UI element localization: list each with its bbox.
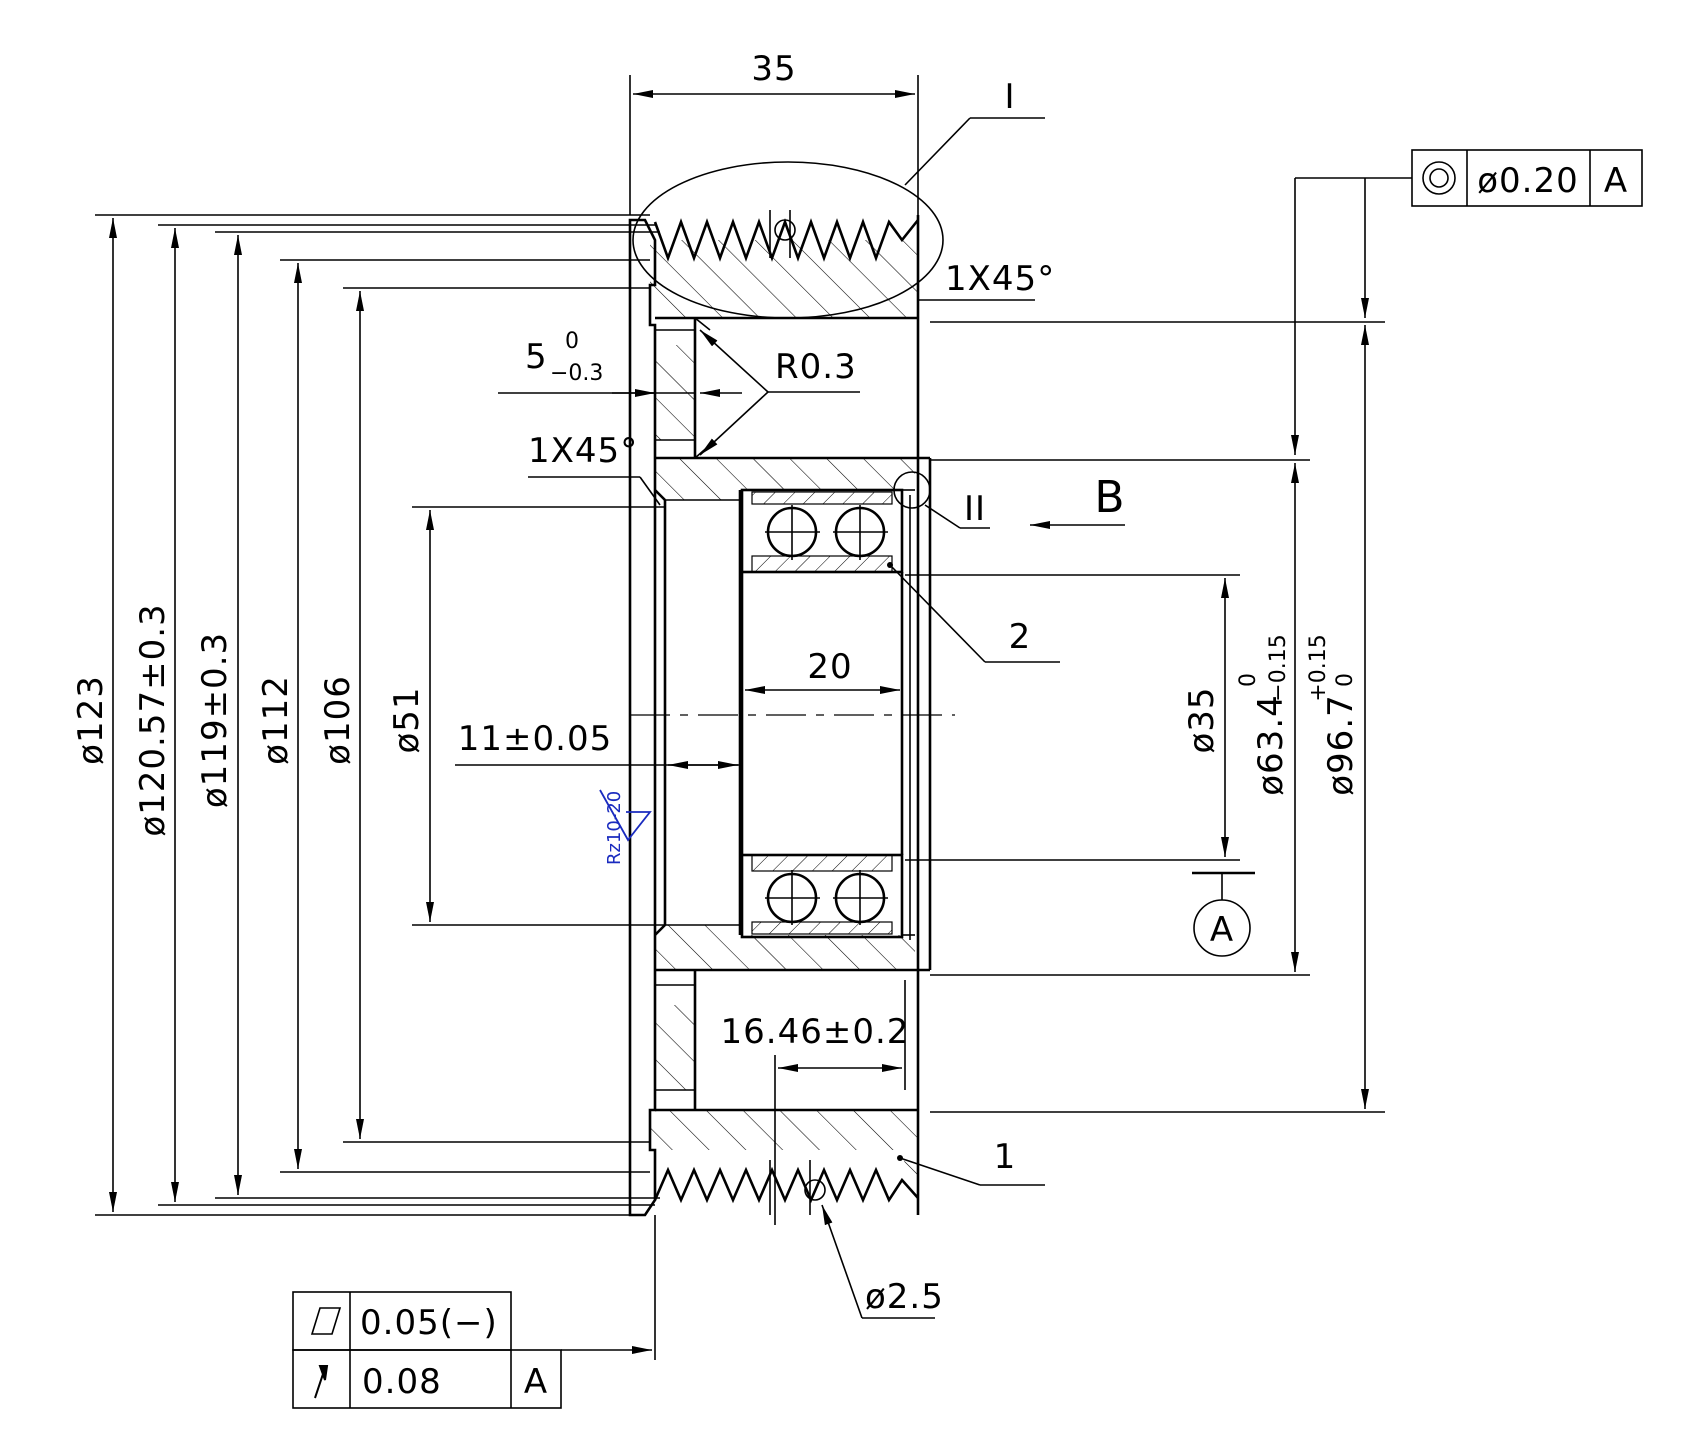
dim-d123: ø123 bbox=[71, 675, 111, 765]
chamfer-left-label: 1X45° bbox=[528, 431, 638, 471]
web-lower-hatch bbox=[655, 1005, 695, 1090]
dim-16-label: 16.46±0.2 bbox=[721, 1012, 910, 1052]
dim-35-label: 35 bbox=[751, 49, 796, 89]
form-tolerance-frame: 0.05(−) 0.08 A bbox=[292, 1215, 656, 1409]
chamfer-left-callout: 1X45° bbox=[528, 431, 661, 506]
dim-d63-upper: 0 bbox=[1236, 673, 1261, 687]
detail-ii-circle bbox=[893, 471, 931, 509]
dim-16-46: 16.46±0.2 bbox=[721, 980, 910, 1225]
flatness-icon bbox=[310, 1307, 342, 1335]
part-1-callout: 1 bbox=[897, 1137, 1045, 1186]
dim-11-label: 11±0.05 bbox=[458, 719, 612, 759]
bottom-rim-hatch bbox=[650, 1110, 918, 1198]
dim-d96-upper: +0.15 bbox=[1306, 634, 1331, 701]
belt-grooves bbox=[632, 161, 944, 1215]
concentricity-datum: A bbox=[1604, 161, 1628, 201]
roughness-symbol: Rz10-20 bbox=[599, 789, 652, 865]
concentricity-icon bbox=[1422, 161, 1456, 195]
concentricity-value: ø0.20 bbox=[1477, 161, 1579, 201]
dim-d112: ø112 bbox=[256, 675, 296, 765]
concentricity-frame: ø0.20 A bbox=[1291, 149, 1643, 455]
r03-label: R0.3 bbox=[775, 347, 857, 387]
dim-d96-lower: 0 bbox=[1333, 673, 1358, 687]
runout-datum: A bbox=[524, 1362, 548, 1402]
dim-d106: ø106 bbox=[318, 675, 358, 765]
top-grooves bbox=[653, 218, 920, 262]
bearing-upper bbox=[740, 488, 904, 574]
left-diameter-dims: ø123 ø120.57±0.3 ø119±0.3 ø112 ø106 ø51 bbox=[71, 214, 665, 1216]
datum-a-label: A bbox=[1210, 910, 1234, 950]
dim-d119: ø119±0.3 bbox=[195, 632, 235, 808]
dim-d120: ø120.57±0.3 bbox=[133, 603, 173, 836]
d2-5-circle bbox=[804, 1179, 826, 1201]
t5-main: 5 bbox=[525, 337, 548, 377]
detail-i-callout: I bbox=[904, 77, 1045, 186]
dim-width-35: 35 bbox=[629, 49, 919, 215]
dim-d63-main: ø63.4 bbox=[1251, 694, 1291, 796]
dim-5-tolerance: 5 0 −0.3 bbox=[498, 329, 742, 397]
t5-upper: 0 bbox=[565, 329, 579, 354]
detail-ii-callout: II bbox=[924, 489, 990, 529]
part-2-label: 2 bbox=[1009, 617, 1032, 657]
roughness-label: Rz10-20 bbox=[604, 791, 625, 865]
part-2-callout: 2 bbox=[887, 562, 1060, 663]
detail-ii-label: II bbox=[964, 489, 986, 529]
bottom-grooves bbox=[653, 1166, 919, 1204]
r03-callout: R0.3 bbox=[699, 329, 860, 456]
detail-i-label: I bbox=[1004, 77, 1015, 117]
d2-5-callout: ø2.5 bbox=[821, 1204, 944, 1319]
view-b-label: B bbox=[1094, 472, 1125, 523]
runout-arrow-icon bbox=[314, 1365, 329, 1399]
pulley-section bbox=[628, 215, 932, 1217]
runout-value: 0.08 bbox=[362, 1362, 442, 1402]
outer-contour bbox=[628, 218, 657, 1217]
dim-11: 11±0.05 bbox=[455, 719, 740, 769]
part-1-label: 1 bbox=[994, 1137, 1017, 1177]
dim-d51: ø51 bbox=[387, 686, 427, 753]
chamfer-top-callout: 1X45° bbox=[918, 259, 1055, 301]
dim-20-label: 20 bbox=[807, 647, 852, 687]
chamfer-top-label: 1X45° bbox=[945, 259, 1055, 299]
bearing-lower bbox=[740, 853, 904, 939]
dim-d35: ø35 bbox=[1182, 686, 1222, 753]
t5-lower: −0.3 bbox=[550, 361, 603, 386]
dim-d63-lower: −0.15 bbox=[1266, 634, 1291, 701]
top-rim-hatch bbox=[650, 220, 918, 318]
flatness-value: 0.05(−) bbox=[360, 1303, 498, 1343]
d2-5-label: ø2.5 bbox=[865, 1277, 944, 1317]
dim-d96-main: ø96.7 bbox=[1321, 694, 1361, 796]
right-diameter-dims: ø35 ø63.4 0 −0.15 ø96.7 +0.15 0 bbox=[905, 321, 1385, 1113]
detail-i-ellipse bbox=[632, 161, 944, 319]
datum-a: A bbox=[1192, 871, 1255, 957]
view-b-arrow: B bbox=[1030, 472, 1125, 529]
dim-width-20: 20 bbox=[745, 647, 900, 694]
